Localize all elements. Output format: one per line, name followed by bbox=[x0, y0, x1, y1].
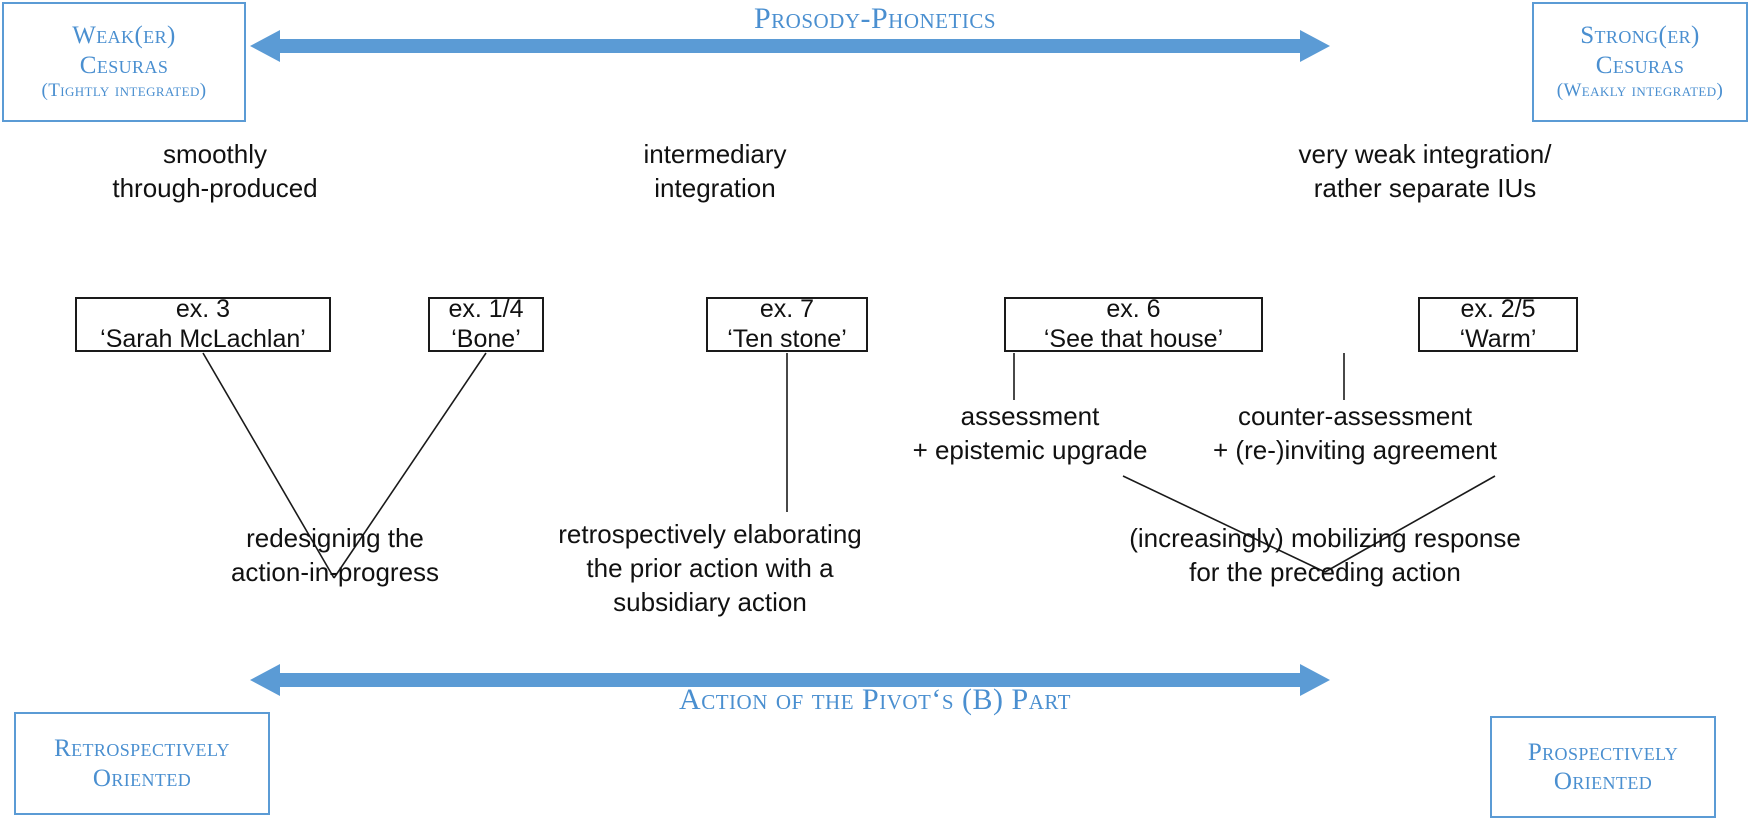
example-number: ex. 2/5 bbox=[1460, 294, 1536, 323]
example-title: ‘Warm’ bbox=[1459, 325, 1537, 353]
note-line1: intermediary bbox=[643, 139, 787, 169]
axis-endpoint-stronger-cesuras: Strong(er) Cesuras (Weakly integrated) bbox=[1532, 2, 1748, 122]
outcome-retrospectively-elaborating: retrospectively elaborating the prior ac… bbox=[480, 518, 940, 619]
example-box-ex-7[interactable]: ex. 7 ‘Ten stone’ bbox=[706, 294, 868, 353]
top-axis-label: Prosody-Phonetics bbox=[753, 2, 997, 35]
top-double-arrow-icon bbox=[250, 30, 1330, 62]
note-counter-assessment: counter-assessment + (re-)inviting agree… bbox=[1140, 400, 1570, 468]
example-box-ex-3[interactable]: ex. 3 ‘Sarah McLachlan’ bbox=[75, 294, 331, 353]
outcome-mobilizing-response: (increasingly) mobilizing response for t… bbox=[1060, 522, 1590, 590]
note-intermediary-integration: intermediary integration bbox=[555, 138, 875, 206]
example-number: ex. 7 bbox=[759, 294, 815, 323]
outcome-redesigning-action-in-progress: redesigning the action-in-progress bbox=[170, 522, 500, 590]
example-box-ex-1-4[interactable]: ex. 1/4 ‘Bone’ bbox=[428, 294, 544, 353]
note-line2: + (re-)inviting agreement bbox=[1213, 434, 1497, 465]
outcome-line2: the prior action with a bbox=[586, 552, 834, 583]
note-line1: assessment bbox=[960, 401, 1100, 431]
outcome-line1: (increasingly) mobilizing response bbox=[1129, 523, 1521, 553]
bottom-axis-label: Action of the Pivot‘s (B) Part bbox=[679, 683, 1071, 716]
bottom-double-arrow-icon bbox=[250, 664, 1330, 696]
weaker-cesuras-line2: Cesuras bbox=[79, 51, 169, 79]
prospectively-line1: Prospectively bbox=[1527, 738, 1679, 766]
weaker-cesuras-line3: (Tightly integrated) bbox=[41, 80, 207, 102]
example-number: ex. 6 bbox=[1106, 294, 1161, 323]
note-line2: rather separate IUs bbox=[1313, 172, 1537, 203]
example-number: ex. 1/4 bbox=[448, 294, 524, 323]
example-title: ‘Sarah McLachlan’ bbox=[100, 325, 306, 353]
outcome-line1: redesigning the bbox=[246, 523, 424, 553]
note-very-weak-integration: very weak integration/ rather separate I… bbox=[1180, 138, 1670, 206]
weaker-cesuras-line1: Weak(er) bbox=[72, 22, 176, 50]
outcome-line2: for the preceding action bbox=[1189, 556, 1461, 587]
example-box-ex-2-5[interactable]: ex. 2/5 ‘Warm’ bbox=[1418, 294, 1578, 353]
stronger-cesuras-line3: (Weakly integrated) bbox=[1556, 80, 1724, 102]
axis-endpoint-weaker-cesuras: Weak(er) Cesuras (Tightly integrated) bbox=[2, 2, 246, 122]
prospectively-line2: Oriented bbox=[1553, 768, 1653, 795]
example-title: ‘See that house’ bbox=[1043, 325, 1224, 353]
outcome-line2: action-in-progress bbox=[230, 556, 440, 587]
note-smoothly-through-produced: smoothly through-produced bbox=[60, 138, 370, 206]
note-assessment: assessment + epistemic upgrade bbox=[830, 400, 1230, 468]
example-title: ‘Ten stone’ bbox=[727, 325, 847, 353]
example-number: ex. 3 bbox=[175, 294, 231, 323]
axis-endpoint-prospectively-oriented: Prospectively Oriented bbox=[1490, 716, 1716, 818]
outcome-line1: retrospectively elaborating bbox=[558, 519, 862, 549]
example-title: ‘Bone’ bbox=[451, 325, 521, 353]
stronger-cesuras-line2: Cesuras bbox=[1595, 51, 1685, 79]
note-line1: very weak integration/ bbox=[1298, 139, 1552, 169]
retrospectively-line2: Oriented bbox=[92, 764, 192, 792]
retrospectively-line1: Retrospectively bbox=[54, 735, 230, 762]
stronger-cesuras-line1: Strong(er) bbox=[1580, 22, 1700, 50]
example-box-ex-6[interactable]: ex. 6 ‘See that house’ bbox=[1004, 294, 1263, 353]
note-line2: + epistemic upgrade bbox=[912, 434, 1148, 465]
note-line1: counter-assessment bbox=[1237, 401, 1473, 431]
note-line2: integration bbox=[654, 172, 776, 203]
outcome-line3: subsidiary action bbox=[613, 586, 807, 617]
note-line2: through-produced bbox=[112, 172, 318, 203]
axis-endpoint-retrospectively-oriented: Retrospectively Oriented bbox=[14, 712, 270, 815]
note-line1: smoothly bbox=[162, 139, 268, 169]
